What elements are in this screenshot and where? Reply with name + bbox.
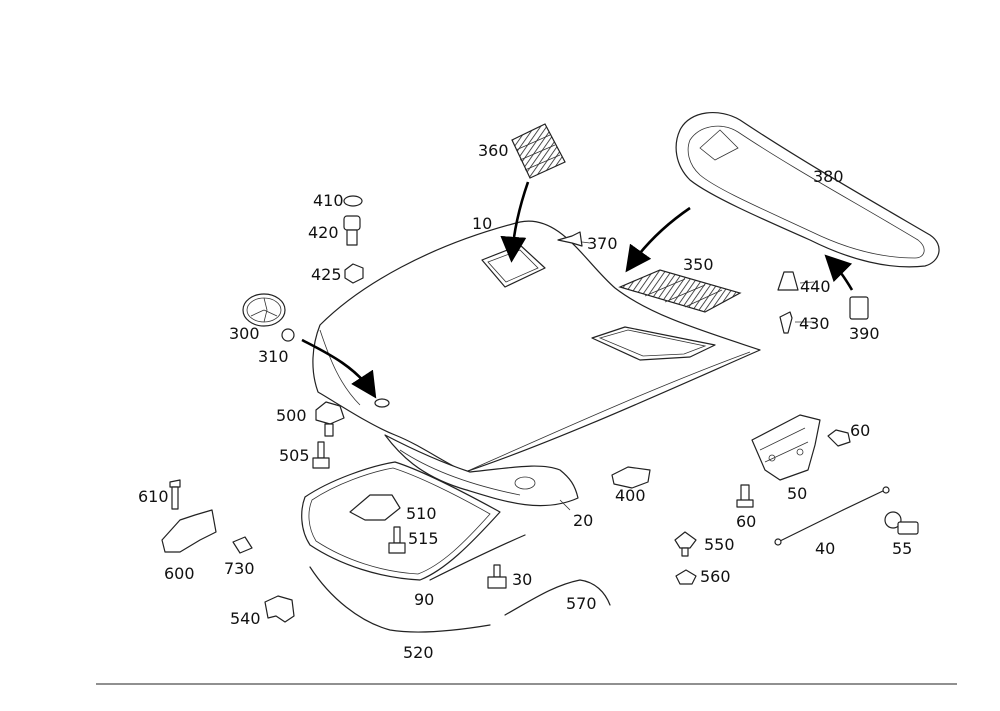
cable-570-icon — [504, 579, 611, 616]
nut-560-icon — [675, 569, 697, 585]
hinge-part-50 — [751, 414, 821, 481]
insulation-mat-part-90 — [301, 461, 526, 581]
washer-410-icon — [343, 195, 363, 207]
label-370: 370 — [587, 234, 618, 253]
grille-part-350 — [618, 269, 742, 313]
label-505: 505 — [279, 446, 310, 465]
gas-strut-part-40 — [774, 486, 890, 546]
bolt-515-icon — [388, 526, 406, 554]
bolt-60-lower-icon — [736, 484, 754, 508]
nut-425-icon — [344, 263, 364, 284]
label-550: 550 — [704, 535, 735, 554]
label-430: 430 — [799, 314, 830, 333]
label-540: 540 — [230, 609, 261, 628]
cowl-panel-part-380 — [675, 112, 940, 268]
label-350: 350 — [683, 255, 714, 274]
bracket-600-icon — [161, 509, 217, 553]
label-50: 50 — [787, 484, 807, 503]
label-425: 425 — [311, 265, 342, 284]
release-cables — [309, 566, 611, 633]
label-360: 360 — [478, 141, 509, 160]
clip-310-icon — [281, 328, 295, 342]
label-310: 310 — [258, 347, 289, 366]
screw-610-icon — [169, 479, 181, 510]
label-500: 500 — [276, 406, 307, 425]
assembly-arrows — [301, 181, 854, 399]
label-420: 420 — [308, 223, 339, 242]
cap-390-icon — [849, 296, 869, 320]
label-40: 40 — [815, 539, 835, 558]
label-560: 560 — [700, 567, 731, 586]
bolt-30-icon — [487, 564, 507, 589]
label-90: 90 — [414, 590, 434, 609]
label-60b: 60 — [736, 512, 756, 531]
label-20: 20 — [573, 511, 593, 530]
label-515: 515 — [408, 529, 439, 548]
label-60a: 60 — [850, 421, 870, 440]
label-390: 390 — [849, 324, 880, 343]
screw-370-icon — [557, 231, 583, 247]
label-10: 10 — [472, 214, 492, 233]
label-610: 610 — [138, 487, 169, 506]
grille-part-360 — [511, 123, 566, 179]
leader-lines — [559, 241, 815, 511]
small-parts — [161, 195, 919, 623]
clip-440-icon — [777, 271, 799, 291]
label-730: 730 — [224, 559, 255, 578]
cover-400-icon — [611, 466, 651, 489]
hood-part-10 — [312, 220, 761, 473]
latch-500-icon — [315, 401, 345, 425]
lock-510-icon — [349, 494, 401, 521]
label-380: 380 — [813, 167, 844, 186]
screw-430-icon — [779, 311, 793, 334]
ball-stud-55-icon — [884, 511, 919, 535]
label-600: 600 — [164, 564, 195, 583]
cable-520-icon — [309, 566, 491, 633]
bolt-505-icon — [312, 441, 330, 469]
label-55: 55 — [892, 539, 912, 558]
inner-frame-part-20 — [384, 434, 579, 507]
bumper-550-icon — [674, 531, 697, 557]
clip-540-icon — [264, 595, 295, 623]
label-30: 30 — [512, 570, 532, 589]
label-410: 410 — [313, 191, 344, 210]
label-300: 300 — [229, 324, 260, 343]
spring-500-icon — [324, 423, 334, 437]
part-labels: 10 360 370 380 350 440 430 390 410 420 4… — [138, 141, 912, 662]
label-520: 520 — [403, 643, 434, 662]
bolt-60-upper-icon — [827, 429, 851, 447]
label-510: 510 — [406, 504, 437, 523]
clip-730-icon — [232, 536, 253, 554]
emblem-300-icon — [242, 293, 286, 327]
label-400: 400 — [615, 486, 646, 505]
bolt-420-icon — [343, 215, 361, 246]
label-440: 440 — [800, 277, 831, 296]
label-570: 570 — [566, 594, 597, 613]
